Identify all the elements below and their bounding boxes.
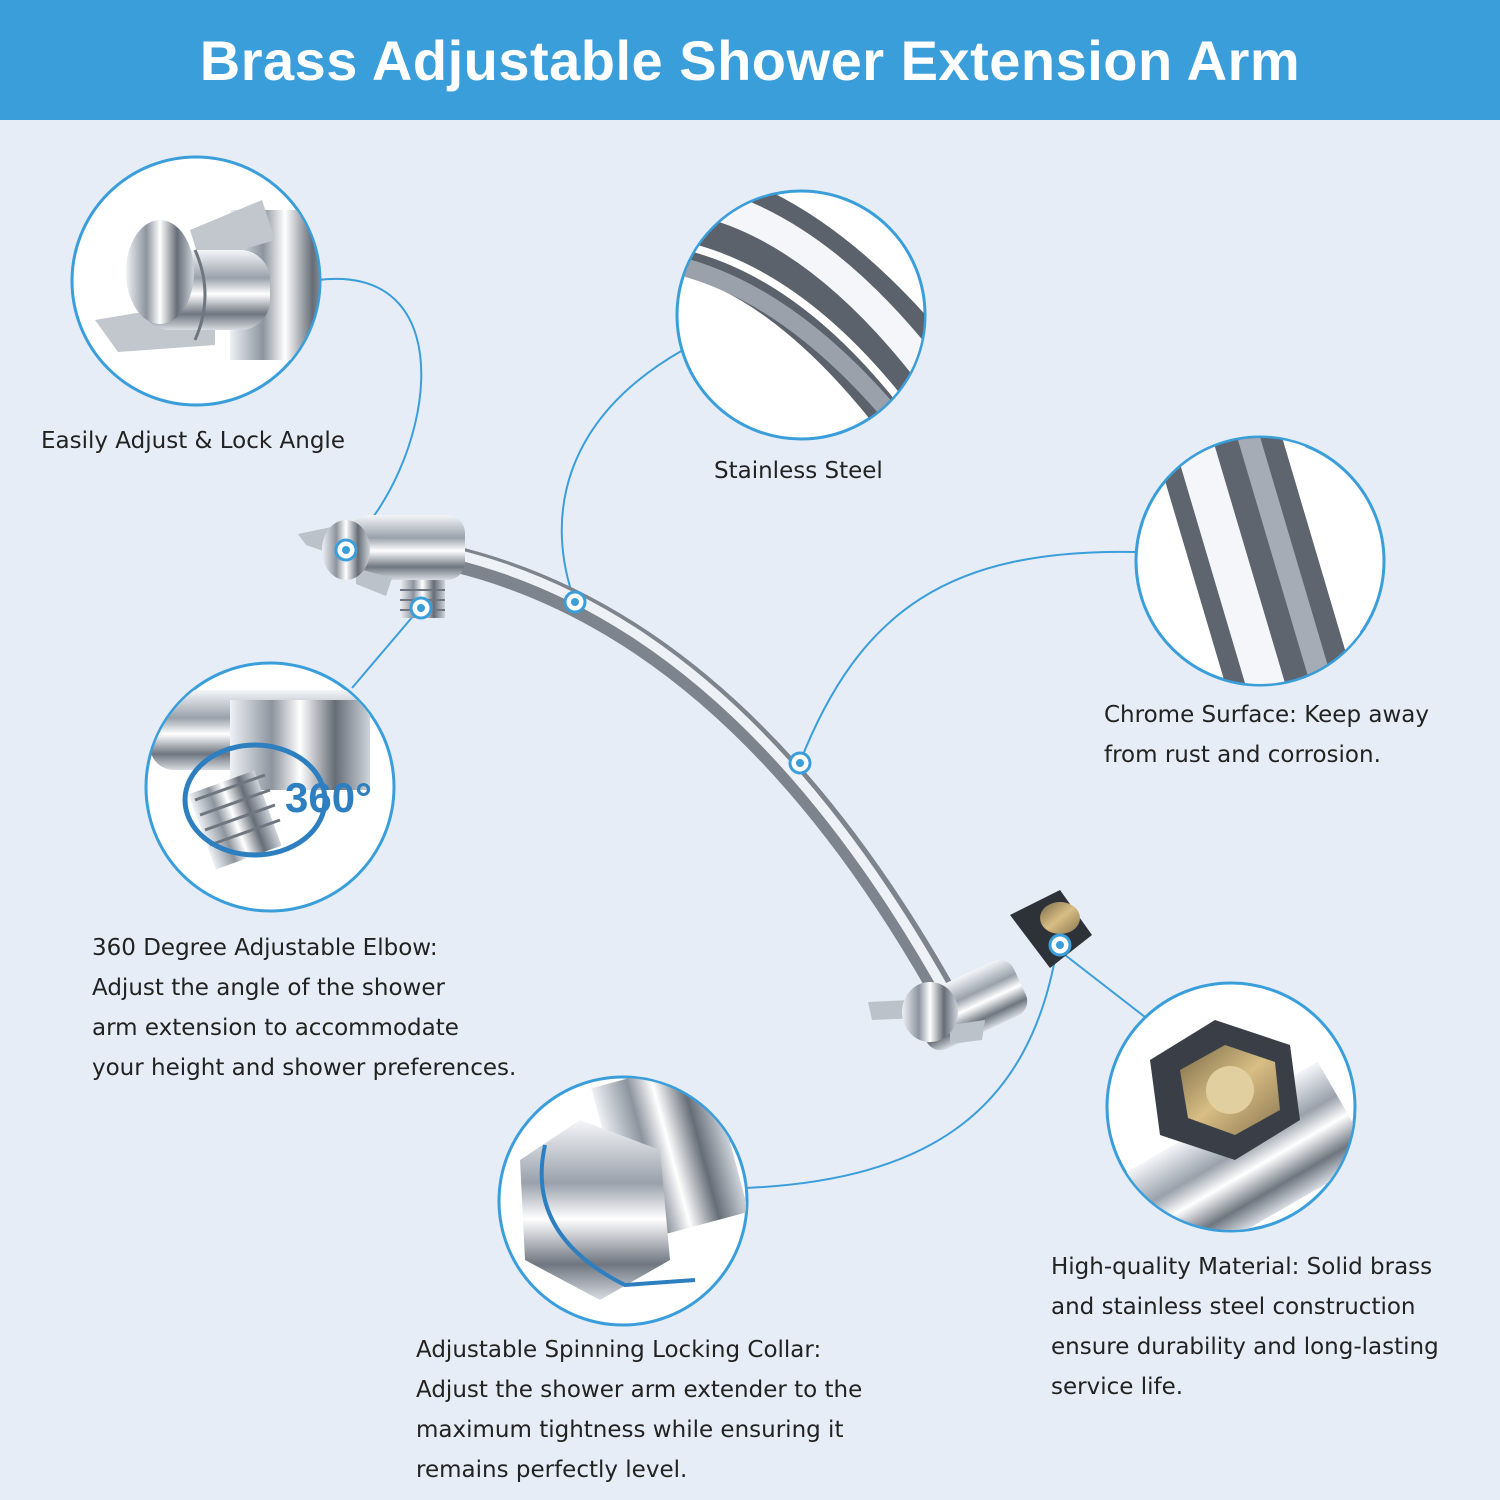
callout-line: High-quality Material: Solid brass bbox=[1051, 1254, 1433, 1280]
connector-elbow bbox=[351, 607, 421, 689]
callout-line: and stainless steel construction bbox=[1051, 1294, 1416, 1320]
callout-elbow: 360 Degree Adjustable Elbow: Adjust the … bbox=[92, 928, 516, 1088]
connector-lines bbox=[317, 277, 1146, 1189]
connector-material bbox=[1064, 954, 1146, 1018]
callout-line: Chrome Surface: Keep away bbox=[1104, 702, 1429, 728]
connector-lock-angle bbox=[317, 277, 423, 549]
page-title: Brass Adjustable Shower Extension Arm bbox=[199, 28, 1301, 92]
callout-line: ensure durability and long-lasting bbox=[1051, 1334, 1439, 1360]
callout-chrome: Chrome Surface: Keep away from rust and … bbox=[1104, 695, 1429, 775]
callout-line: service life. bbox=[1051, 1374, 1184, 1400]
callout-stainless: Stainless Steel bbox=[714, 451, 883, 491]
connector-collar bbox=[744, 947, 1058, 1189]
callout-collar: Adjustable Spinning Locking Collar: Adju… bbox=[416, 1330, 862, 1490]
callout-line: Stainless Steel bbox=[714, 458, 883, 484]
callout-line: Adjust the shower arm extender to the bbox=[416, 1377, 863, 1403]
connector-chrome bbox=[799, 550, 1138, 763]
shower-arm-illustration bbox=[298, 515, 1092, 1051]
bottom-elbow bbox=[868, 890, 1092, 1051]
title-banner: Brass Adjustable Shower Extension Arm bbox=[0, 0, 1500, 120]
detail-circle-stainless bbox=[675, 189, 927, 441]
detail-circle-chrome bbox=[1134, 435, 1386, 687]
callout-line: Easily Adjust & Lock Angle bbox=[41, 428, 345, 454]
detail-circle-collar bbox=[497, 1075, 749, 1327]
detail-circle-lock-angle bbox=[70, 155, 322, 407]
callout-material: High-quality Material: Solid brass and s… bbox=[1051, 1247, 1439, 1407]
callout-line: maximum tightness while ensuring it bbox=[416, 1417, 844, 1443]
callout-line: 360 Degree Adjustable Elbow: bbox=[92, 935, 438, 961]
callout-line: Adjust the angle of the shower bbox=[92, 975, 445, 1001]
top-elbow bbox=[298, 515, 465, 618]
callout-lock-angle: Easily Adjust & Lock Angle bbox=[41, 421, 345, 461]
detail-circle-elbow: 360° bbox=[144, 661, 396, 913]
callout-line: Adjustable Spinning Locking Collar: bbox=[416, 1337, 822, 1363]
location-dots bbox=[334, 538, 1072, 957]
connector-stainless bbox=[560, 349, 684, 603]
callout-line: your height and shower preferences. bbox=[92, 1055, 517, 1081]
callout-line: remains perfectly level. bbox=[416, 1457, 688, 1483]
detail-circle-material bbox=[1105, 981, 1357, 1233]
callout-line: arm extension to accommodate bbox=[92, 1015, 459, 1041]
rotation-badge: 360° bbox=[285, 774, 372, 821]
callout-line: from rust and corrosion. bbox=[1104, 742, 1381, 768]
